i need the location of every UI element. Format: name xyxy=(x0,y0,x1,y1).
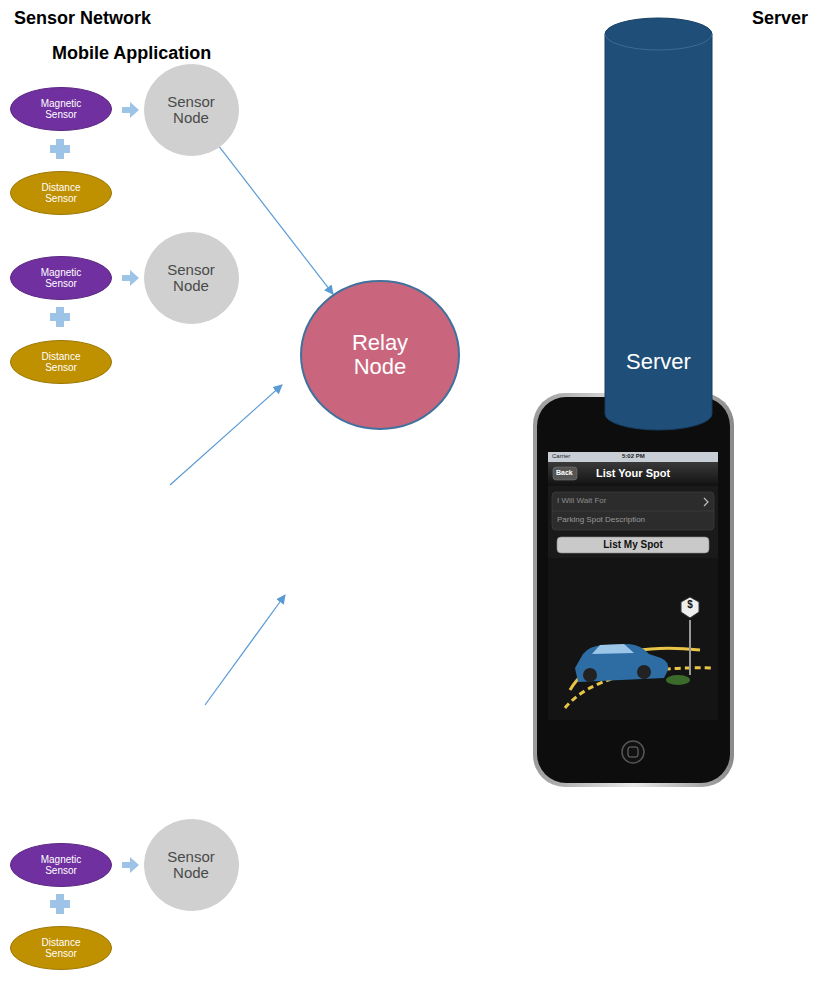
sensor-ellipse xyxy=(11,88,112,131)
sensor-ellipse xyxy=(11,341,112,384)
server-cylinder: Server xyxy=(605,18,712,430)
node-label: Distance Sensor xyxy=(30,937,92,959)
sensor-ellipse: Magnetic Sensor xyxy=(10,843,112,887)
block-arrow xyxy=(122,102,139,873)
sensor-ellipse xyxy=(11,927,112,970)
node-label: Magnetic Sensor xyxy=(30,98,92,120)
section-heading: Mobile Application xyxy=(52,44,211,64)
price-sign: $ xyxy=(687,599,693,610)
sensor-ellipse xyxy=(11,257,112,300)
sensor-ellipse: Distance Sensor xyxy=(10,340,112,384)
sensor-node-circle xyxy=(144,233,238,324)
list-row: Parking Spot Description xyxy=(557,516,645,525)
phone-illustration xyxy=(533,393,734,787)
status-text: Carrier xyxy=(552,453,570,460)
sensor-node-circle xyxy=(144,65,238,156)
sensor-ellipse: Magnetic Sensor xyxy=(10,256,112,300)
nav-button: Back xyxy=(556,469,573,477)
sensor-ellipse: Distance Sensor xyxy=(10,926,112,970)
status-text: 5:02 PM xyxy=(622,453,645,460)
node-label: Distance Sensor xyxy=(30,182,92,204)
node-label: Server xyxy=(626,350,691,374)
sensor-node-circle xyxy=(144,820,238,911)
sensor-node-circle: Sensor Node xyxy=(144,819,239,911)
section-heading: Sensor Network xyxy=(14,9,151,29)
screen-button: List My Spot xyxy=(603,539,662,550)
sensor-ellipse: Distance Sensor xyxy=(10,171,112,215)
node-label: Sensor Node xyxy=(161,94,221,127)
node-label: Distance Sensor xyxy=(30,351,92,373)
relay-node-circle: Relay Node xyxy=(300,280,460,430)
sensor-ellipse: Magnetic Sensor xyxy=(10,87,112,131)
node-label: Relay Node xyxy=(335,331,425,379)
node-label: Sensor Node xyxy=(161,849,221,882)
relay-node-circle xyxy=(301,281,459,429)
node-label: Magnetic Sensor xyxy=(30,854,92,876)
sensor-ellipse xyxy=(11,172,112,215)
sensor-ellipse xyxy=(11,844,112,887)
incoming-arrow xyxy=(170,385,285,705)
node-label: Sensor Node xyxy=(161,262,221,295)
plus-sign xyxy=(50,139,70,914)
screen-title: List Your Spot xyxy=(596,467,670,479)
sensor-node-circle: Sensor Node xyxy=(144,64,239,156)
node-label: Magnetic Sensor xyxy=(30,267,92,289)
section-heading: Server xyxy=(752,9,808,29)
sensor-node-circle: Sensor Node xyxy=(144,232,239,324)
server-cylinder xyxy=(605,18,712,430)
list-row: I Will Wait For xyxy=(557,497,606,506)
cylinder-rim xyxy=(605,34,712,50)
